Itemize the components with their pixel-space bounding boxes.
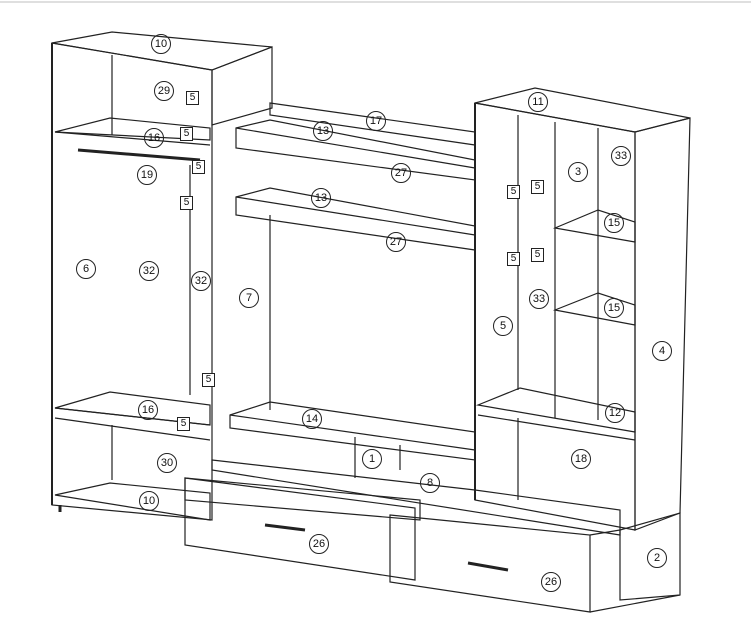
part-label: 5 xyxy=(493,316,513,336)
part-label: 12 xyxy=(605,403,625,423)
fastener-label: 5 xyxy=(531,248,544,262)
part-label: 16 xyxy=(144,128,164,148)
part-label: 17 xyxy=(366,111,386,131)
part-label: 10 xyxy=(151,34,171,54)
part-label: 27 xyxy=(391,163,411,183)
part-label: 2 xyxy=(647,548,667,568)
fastener-label: 5 xyxy=(180,127,193,141)
fastener-label: 5 xyxy=(507,185,520,199)
part-label: 3 xyxy=(568,162,588,182)
part-label: 33 xyxy=(611,146,631,166)
part-label: 1 xyxy=(362,449,382,469)
fastener-label: 5 xyxy=(202,373,215,387)
fastener-label: 5 xyxy=(180,196,193,210)
fastener-label: 5 xyxy=(192,160,205,174)
part-label: 19 xyxy=(137,165,157,185)
part-label: 8 xyxy=(420,473,440,493)
part-label: 30 xyxy=(157,453,177,473)
part-label: 10 xyxy=(139,491,159,511)
fastener-label: 5 xyxy=(177,417,190,431)
fastener-label: 5 xyxy=(531,180,544,194)
part-label: 26 xyxy=(309,534,329,554)
part-label: 4 xyxy=(652,341,672,361)
part-label: 33 xyxy=(529,289,549,309)
part-label: 27 xyxy=(386,232,406,252)
part-label: 6 xyxy=(76,259,96,279)
part-label: 13 xyxy=(311,188,331,208)
fastener-label: 5 xyxy=(507,252,520,266)
part-label: 13 xyxy=(313,121,333,141)
fastener-label: 5 xyxy=(186,91,199,105)
part-label: 29 xyxy=(154,81,174,101)
part-label: 15 xyxy=(604,213,624,233)
part-label: 15 xyxy=(604,298,624,318)
part-label: 26 xyxy=(541,572,561,592)
part-label: 11 xyxy=(528,92,548,112)
part-label: 18 xyxy=(571,449,591,469)
part-label: 32 xyxy=(191,271,211,291)
part-label: 7 xyxy=(239,288,259,308)
part-label: 32 xyxy=(139,261,159,281)
part-label: 16 xyxy=(138,400,158,420)
part-label: 14 xyxy=(302,409,322,429)
